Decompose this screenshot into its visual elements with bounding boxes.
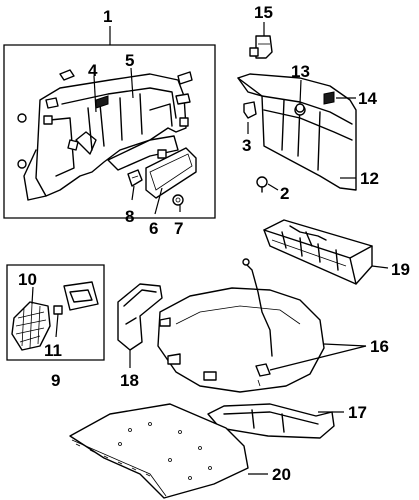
retainer-7 (172, 194, 184, 206)
callout-14: 14 (358, 89, 377, 108)
callout-11: 11 (44, 341, 62, 360)
trim-duct (207, 403, 335, 439)
callout-16: 16 (370, 337, 389, 356)
group-box-1 (3, 26, 216, 219)
lamp-grille (11, 301, 51, 351)
floor-panel (69, 403, 249, 499)
callout-8: 8 (125, 207, 134, 226)
corner-bracket (117, 283, 163, 351)
callout-5: 5 (125, 51, 134, 70)
clip-13 (295, 103, 305, 113)
clip-2 (256, 176, 268, 193)
side-trim-panel (23, 73, 187, 201)
callout-3: 3 (242, 136, 251, 155)
screw-11 (53, 305, 63, 315)
access-cover (145, 147, 197, 199)
callout-2: 2 (280, 184, 289, 203)
leader-lines (31, 22, 389, 475)
callout-1: 1 (103, 7, 112, 26)
bracket-15 (249, 35, 273, 59)
group-box-9 (6, 264, 105, 361)
callout-12: 12 (360, 169, 379, 188)
callout-4: 4 (88, 61, 98, 80)
callout-9: 9 (51, 371, 60, 390)
callout-19: 19 (391, 260, 410, 279)
trunk-mat (157, 258, 325, 393)
callout-17: 17 (348, 403, 367, 422)
callout-6: 6 (149, 219, 158, 238)
rear-shelf-support (263, 219, 373, 285)
callout-20: 20 (272, 465, 291, 484)
clip-3 (243, 101, 257, 119)
callout-10: 10 (18, 270, 37, 289)
callout-7: 7 (174, 219, 183, 238)
clip-14 (323, 91, 335, 105)
lamp-housing (63, 281, 99, 311)
package-tray-trim (237, 73, 357, 191)
retainer-8 (127, 169, 143, 187)
callout-labels: 1 2 3 4 5 6 7 8 9 10 11 12 13 14 15 16 1… (18, 3, 410, 484)
callout-15: 15 (254, 3, 273, 22)
callout-18: 18 (120, 371, 139, 390)
callout-13: 13 (291, 62, 310, 81)
